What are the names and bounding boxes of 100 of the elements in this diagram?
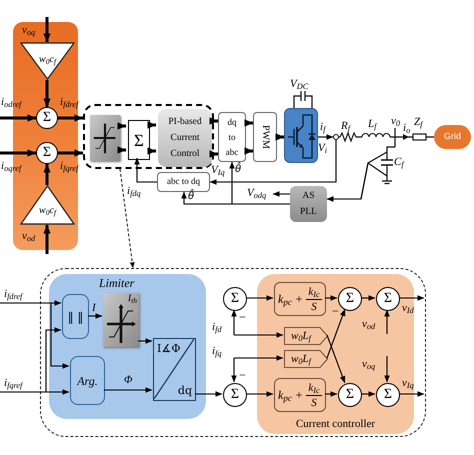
arrow	[246, 391, 274, 397]
math-text: k$_{Ic}$	[308, 286, 320, 298]
arrow	[195, 391, 222, 397]
arrow	[0, 389, 70, 395]
signal-label: i$_{fdref}$	[4, 288, 22, 300]
signal-label: V$_{Iq}$	[211, 164, 225, 176]
summing-junction: Σ	[36, 142, 58, 164]
math-text: k$_{pc}$ +	[278, 292, 303, 306]
arrow	[43, 80, 51, 108]
arrow	[275, 133, 284, 141]
arrow	[361, 295, 376, 301]
summing-junction: Σ	[338, 287, 362, 311]
block-text: dq	[178, 385, 192, 397]
arrow	[325, 391, 338, 397]
arrow	[58, 114, 84, 122]
gain-triangle: w$_{0}$c$_{f}$	[20, 42, 75, 80]
arrow	[229, 162, 290, 205]
arrow	[0, 114, 36, 122]
limiter-block	[103, 293, 139, 347]
signal-label: v$_{Id}$	[402, 302, 414, 314]
region-title: Limiter	[99, 276, 134, 290]
signal-label: v$_{Iq}$	[402, 377, 414, 389]
component-label: Z$_{f}$	[414, 116, 422, 128]
arrow	[326, 162, 388, 202]
signal-label: v$_{oq}$	[22, 24, 36, 36]
block-text: I∡Φ	[157, 343, 180, 355]
transform-block: dq to abc	[218, 112, 246, 162]
math-text: S	[311, 300, 317, 312]
arrow	[88, 313, 102, 319]
arrow	[325, 295, 338, 301]
arrow	[399, 295, 424, 301]
gain-block: w$_{0}$L$_{f}$	[284, 350, 328, 368]
arrow	[147, 147, 156, 155]
arrow	[231, 310, 237, 335]
current-sensor-symbol	[333, 134, 339, 140]
region-title: Current controller	[296, 418, 376, 431]
signal-label: I	[92, 302, 96, 314]
summing-junction: Σ	[36, 107, 58, 129]
arrow	[209, 117, 218, 125]
arrow	[117, 146, 126, 154]
arrow	[0, 300, 62, 306]
dashed-arrow	[120, 168, 135, 268]
arrow	[326, 308, 346, 358]
arrow	[147, 121, 156, 129]
minus-sign: −	[332, 305, 339, 317]
signal-label: Φ	[124, 374, 132, 386]
arrow	[104, 387, 152, 393]
threshold-label: I$_{th}$	[128, 293, 137, 305]
pwm-block: PWM	[253, 112, 277, 162]
arrow	[117, 122, 126, 130]
polar-to-dq-block	[153, 338, 196, 401]
math-text: k$_{Ic}$	[308, 382, 320, 394]
arrow	[209, 150, 218, 158]
arrow	[134, 158, 157, 183]
summing-junction: Σ	[338, 383, 362, 407]
summing-block: Σ	[128, 120, 150, 160]
arrow	[244, 147, 254, 155]
arrow	[0, 149, 36, 157]
arrow	[318, 134, 334, 140]
arrow	[43, 224, 51, 254]
argument-block: Arg.	[70, 356, 105, 405]
dashed-detail-frame	[40, 268, 426, 437]
signal-label: i$_{fqref}$	[4, 377, 22, 389]
gain-triangle: w$_{0}$c$_{f}$	[20, 185, 75, 225]
minus-sign: −	[239, 311, 246, 323]
arrow	[138, 338, 152, 344]
arrow	[244, 119, 254, 127]
signal-label: V$_{odq}$	[247, 187, 266, 199]
arrow	[246, 295, 274, 301]
component-label: R$_{f}$	[341, 120, 350, 132]
pi-controller-block	[274, 282, 326, 316]
arrow	[361, 391, 376, 397]
arrow	[43, 17, 51, 42]
limiter-block	[90, 115, 120, 161]
summing-junction: Σ	[376, 383, 400, 407]
component-label: V$_{i}$	[318, 142, 328, 154]
component-label: i$_{f}$	[320, 121, 326, 133]
signal-label: v$_{od}$	[22, 230, 36, 242]
signal-label: θ̂	[235, 163, 242, 177]
magnitude-block: ‖ ‖	[62, 294, 89, 339]
arrow	[234, 355, 284, 361]
signal-label: v$_{od}$	[362, 318, 376, 330]
limiter-region	[49, 274, 206, 419]
arrow	[231, 358, 237, 382]
pll-block: AS PLL	[290, 186, 327, 222]
minus-sign: −	[239, 369, 246, 381]
component-label: C$_{f}$	[394, 156, 404, 168]
signal-label: θ̂	[188, 190, 194, 204]
math-text: S	[311, 396, 317, 408]
arrow	[384, 356, 390, 382]
component-label: L$_{f}$	[368, 118, 376, 130]
summing-junction: Σ	[376, 287, 400, 311]
gain-block: w$_{0}$L$_{f}$	[284, 327, 328, 345]
arrow	[58, 149, 84, 157]
math-text: k$_{pc}$ +	[278, 388, 303, 402]
summing-junction: Σ	[223, 383, 247, 407]
arrow	[399, 391, 424, 397]
arrow	[210, 140, 337, 185]
signal-label: i$_{fq}$	[212, 345, 222, 357]
arrow	[45, 327, 62, 392]
